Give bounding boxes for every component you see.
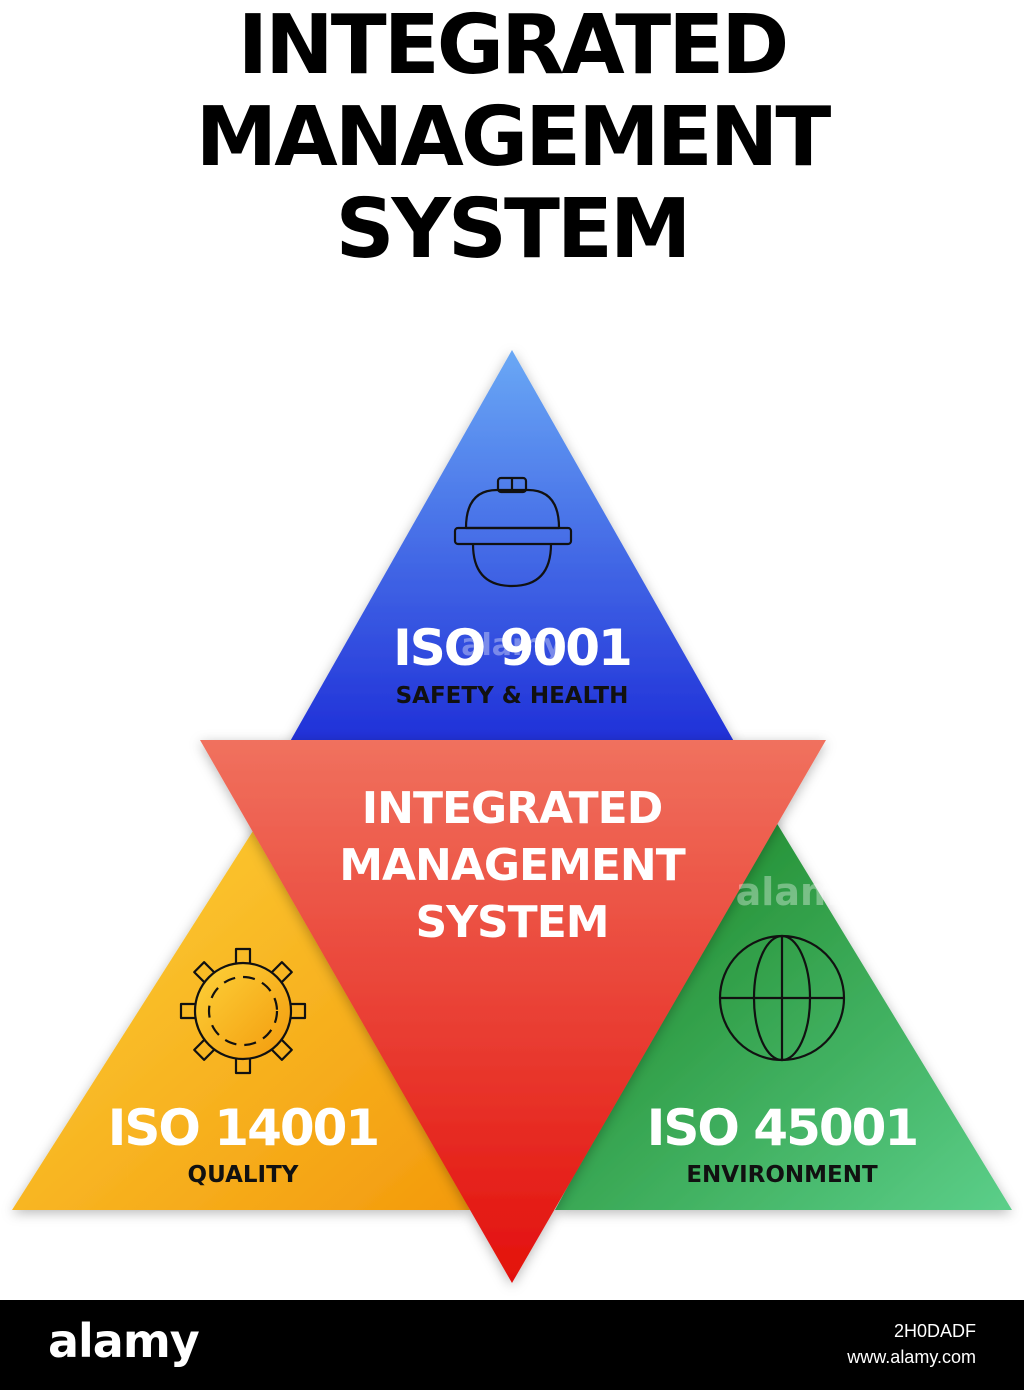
watermark: alamy <box>461 628 563 663</box>
top-iso-label: SAFETY & HEALTH <box>396 683 629 709</box>
gear-icon <box>179 947 307 1075</box>
triangle-diagram: ISO 9001 SAFETY & HEALTH INTEGRATED MANA… <box>12 350 1012 1283</box>
watermark: alamy <box>736 870 865 914</box>
right-iso-label: ENVIRONMENT <box>686 1162 878 1188</box>
top-triangle <box>288 350 736 745</box>
center-title-line-3: SYSTEM <box>415 897 608 948</box>
center-title-line-1: INTEGRATED <box>362 783 663 834</box>
main-title-line-2: MANAGEMENT <box>195 90 832 185</box>
footer-bar: alamy 2H0DADF www.alamy.com <box>0 1300 1024 1390</box>
footer-url: www.alamy.com <box>847 1347 976 1367</box>
left-iso-label: QUALITY <box>188 1162 299 1188</box>
right-iso-code: ISO 45001 <box>647 1099 917 1157</box>
top-iso-code: ISO 9001 <box>393 619 631 677</box>
footer-image-id: 2H0DADF <box>893 1321 976 1341</box>
footer-logo: alamy <box>48 1314 200 1368</box>
right-triangle <box>555 812 1012 1210</box>
globe-icon <box>718 934 846 1062</box>
left-iso-code: ISO 14001 <box>108 1099 378 1157</box>
hard-hat-icon <box>453 476 573 588</box>
main-title: INTEGRATED MANAGEMENT SYSTEM <box>0 0 1024 276</box>
center-title-line-2: MANAGEMENT <box>339 840 686 891</box>
main-title-line-1: INTEGRATED <box>237 0 790 93</box>
footer-image-info: 2H0DADF www.alamy.com <box>847 1318 976 1370</box>
main-title-line-3: SYSTEM <box>335 182 691 277</box>
center-triangle <box>200 740 826 1283</box>
